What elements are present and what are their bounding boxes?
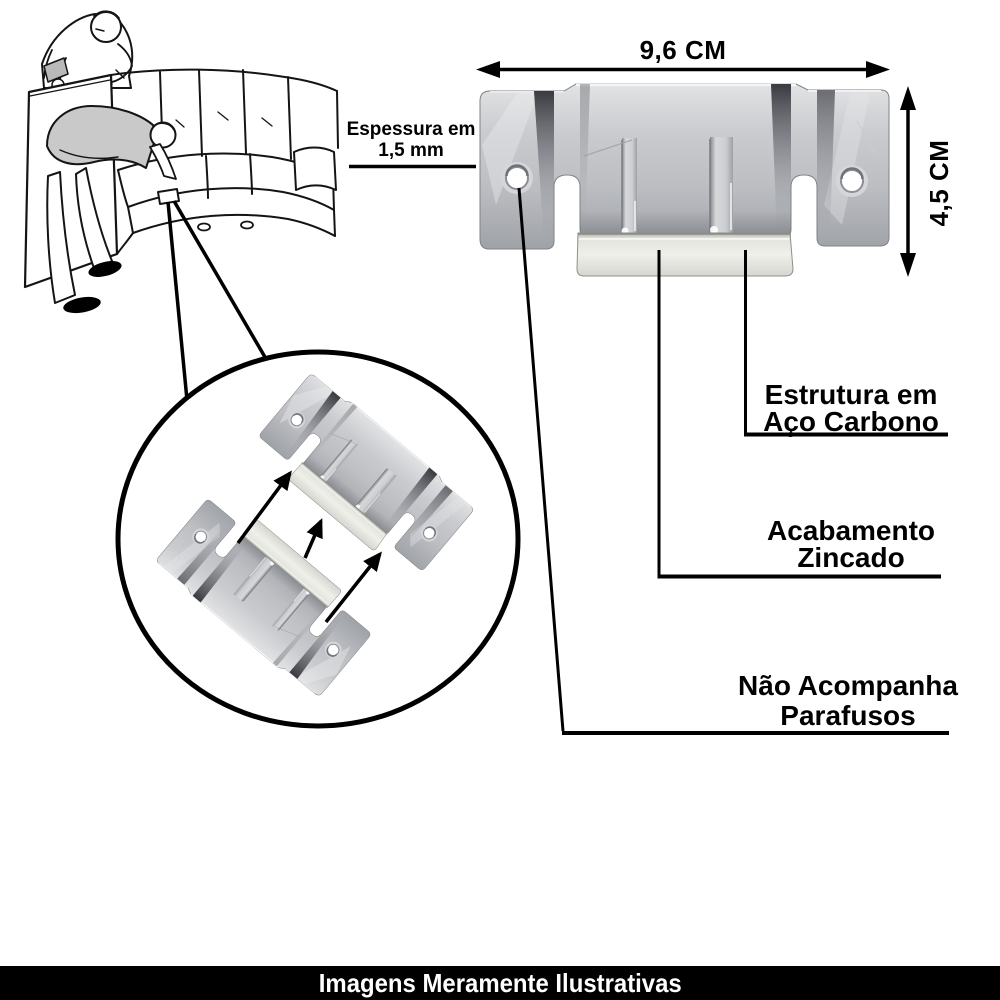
callout-screws: Não Acompanha Parafusos bbox=[733, 671, 963, 731]
assembly-direction-arrows bbox=[236, 470, 382, 624]
magnifier-cone-lines bbox=[166, 200, 271, 401]
thickness-label-line2: 1,5 mm bbox=[378, 140, 444, 161]
callout-material-line1: Estrutura em bbox=[764, 379, 938, 410]
width-dimension-label: 9,6 CM bbox=[639, 35, 727, 65]
bracket-location-marker bbox=[157, 188, 180, 205]
callout-screws-line1: Não Acompanha bbox=[738, 670, 958, 701]
width-dimension-arrow bbox=[476, 61, 890, 78]
disclaimer-bar: Imagens Meramente Ilustrativas bbox=[0, 966, 1000, 1000]
callout-finish-line1: Acabamento bbox=[766, 515, 936, 546]
callout-lines bbox=[349, 164, 949, 735]
sofa-assembly-illustration bbox=[23, 10, 339, 314]
callout-screws-line2: Parafusos bbox=[780, 700, 916, 731]
thickness-label: Espessura em 1,5 mm bbox=[331, 119, 491, 161]
height-dimension-label: 4,5 CM bbox=[924, 139, 954, 227]
callout-material: Estrutura em Aço Carbono bbox=[745, 379, 957, 437]
callout-finish-line2: Zincado bbox=[797, 542, 905, 573]
disclaimer-text: Imagens Meramente Ilustrativas bbox=[318, 967, 682, 998]
leader-line-screws bbox=[517, 187, 565, 732]
sectional-sofa-drawing bbox=[110, 68, 339, 255]
callout-finish: Acabamento Zincado bbox=[745, 515, 957, 573]
thickness-label-line1: Espessura em bbox=[346, 119, 476, 140]
product-photo-bracket bbox=[478, 82, 891, 278]
person-lifting-figure bbox=[46, 105, 177, 314]
callout-material-line2: Aço Carbono bbox=[763, 406, 939, 437]
height-dimension-arrow bbox=[900, 86, 916, 277]
